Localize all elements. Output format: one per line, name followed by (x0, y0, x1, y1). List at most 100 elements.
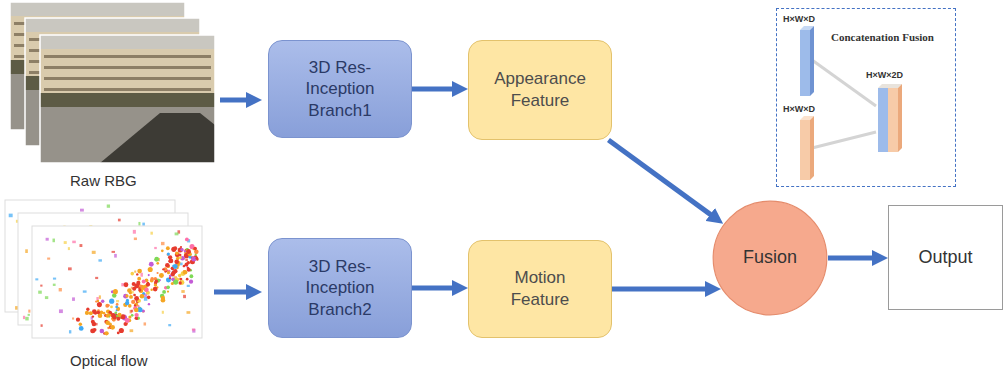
flow-dot (139, 288, 144, 293)
flow-dot (178, 274, 182, 278)
flow-dot (28, 314, 30, 316)
flow-dot (134, 296, 139, 301)
feature-bar (898, 84, 902, 152)
flow-dot (167, 290, 169, 292)
feature-bar (800, 30, 810, 96)
text-group: Output (918, 247, 972, 269)
flow-dot (112, 251, 115, 253)
flow-dot (179, 280, 184, 285)
image-caption: Optical flow (70, 352, 148, 370)
flow-dot (125, 318, 130, 323)
dimension-label: H×W×2D (866, 70, 903, 81)
flow-dot (191, 257, 196, 262)
flow-dot (150, 289, 152, 291)
feature-box: Motion Feature (468, 240, 612, 338)
flow-dot (72, 317, 74, 319)
frame-ground (32, 226, 202, 338)
flow-dot (100, 329, 105, 334)
flow-dot (178, 281, 181, 284)
flow-dot (45, 296, 48, 299)
window-row (44, 77, 211, 80)
flow-dot (123, 294, 128, 299)
feature-bar (878, 84, 902, 88)
dimension-label: H×W×D (783, 104, 815, 115)
flow-dot (186, 249, 191, 254)
flow-dot (85, 311, 89, 315)
flow-dot (69, 330, 71, 333)
flow-dot (183, 295, 186, 298)
node-text: Concatenation Fusion (831, 31, 934, 44)
flow-dot (155, 279, 159, 283)
flow-dot (46, 238, 49, 241)
flow-dot (192, 329, 195, 333)
flow-dot (25, 249, 28, 253)
flow-dot (41, 324, 43, 327)
node-text: Output (918, 247, 972, 269)
flow-dot (79, 244, 82, 247)
flow-dot (59, 288, 62, 291)
flow-dot (72, 241, 76, 244)
flow-dot (113, 289, 118, 294)
flow-dot (192, 329, 195, 331)
flow-dot (97, 311, 101, 315)
rgb-frames (10, 2, 215, 163)
image-caption: Raw RBG (70, 172, 137, 190)
fusion-line (812, 60, 876, 106)
flow-dot (150, 232, 152, 235)
flow-dot (148, 274, 150, 276)
flow-dot (142, 279, 146, 283)
flow-dot (167, 271, 170, 274)
flow-dot (184, 250, 186, 252)
flow-dot (109, 299, 114, 304)
fusion-line (812, 132, 876, 148)
flow-dot (166, 277, 171, 282)
flow-dot (187, 268, 191, 272)
flow-dot (134, 304, 136, 306)
flow-dot (154, 247, 157, 249)
flow-dot (98, 259, 101, 261)
flow-dot (107, 327, 109, 329)
flow-dot (162, 290, 166, 294)
flow-dot (137, 277, 141, 281)
flow-dot (72, 297, 75, 300)
flow-dot (162, 311, 164, 314)
flow-dot (172, 271, 176, 274)
flow-dot (109, 314, 111, 316)
input-arrow (214, 290, 252, 295)
flow-dot (59, 309, 63, 313)
flow-dot (185, 238, 189, 242)
flow-dot (136, 273, 138, 275)
flow-dot (156, 272, 158, 274)
flow-arrow (412, 286, 458, 291)
flow-dot (168, 324, 171, 326)
flow-arrow (608, 140, 715, 218)
branch-box: 3D Res- Inception Branch2 (268, 238, 412, 338)
flow-dot (131, 310, 134, 313)
flow-dot (23, 316, 25, 319)
window-row (44, 55, 211, 58)
flow-dot (107, 204, 110, 207)
flow-dot (166, 286, 170, 290)
flow-dot (96, 297, 98, 300)
feature-box: Appearance Feature (468, 40, 612, 140)
flow-dot (186, 311, 190, 314)
flow-dot (125, 294, 128, 297)
flow-dot (138, 222, 140, 226)
flow-dot (144, 287, 149, 292)
flow-dot (9, 214, 13, 218)
building (40, 49, 215, 99)
flow-dot (89, 311, 93, 315)
flow-dot (25, 317, 28, 321)
flow-dot (104, 331, 108, 335)
flow-dot (52, 239, 54, 243)
flow-dot (93, 328, 97, 332)
flow-dot (131, 300, 135, 304)
fusion-circle: Fusion (712, 200, 828, 316)
flow-dot (129, 291, 132, 294)
flow-dot (35, 278, 38, 280)
frame-sky (40, 35, 215, 163)
flow-dot (185, 262, 189, 266)
flow-dot (169, 275, 172, 278)
flow-dot (153, 287, 158, 292)
flow-dot (189, 280, 193, 284)
